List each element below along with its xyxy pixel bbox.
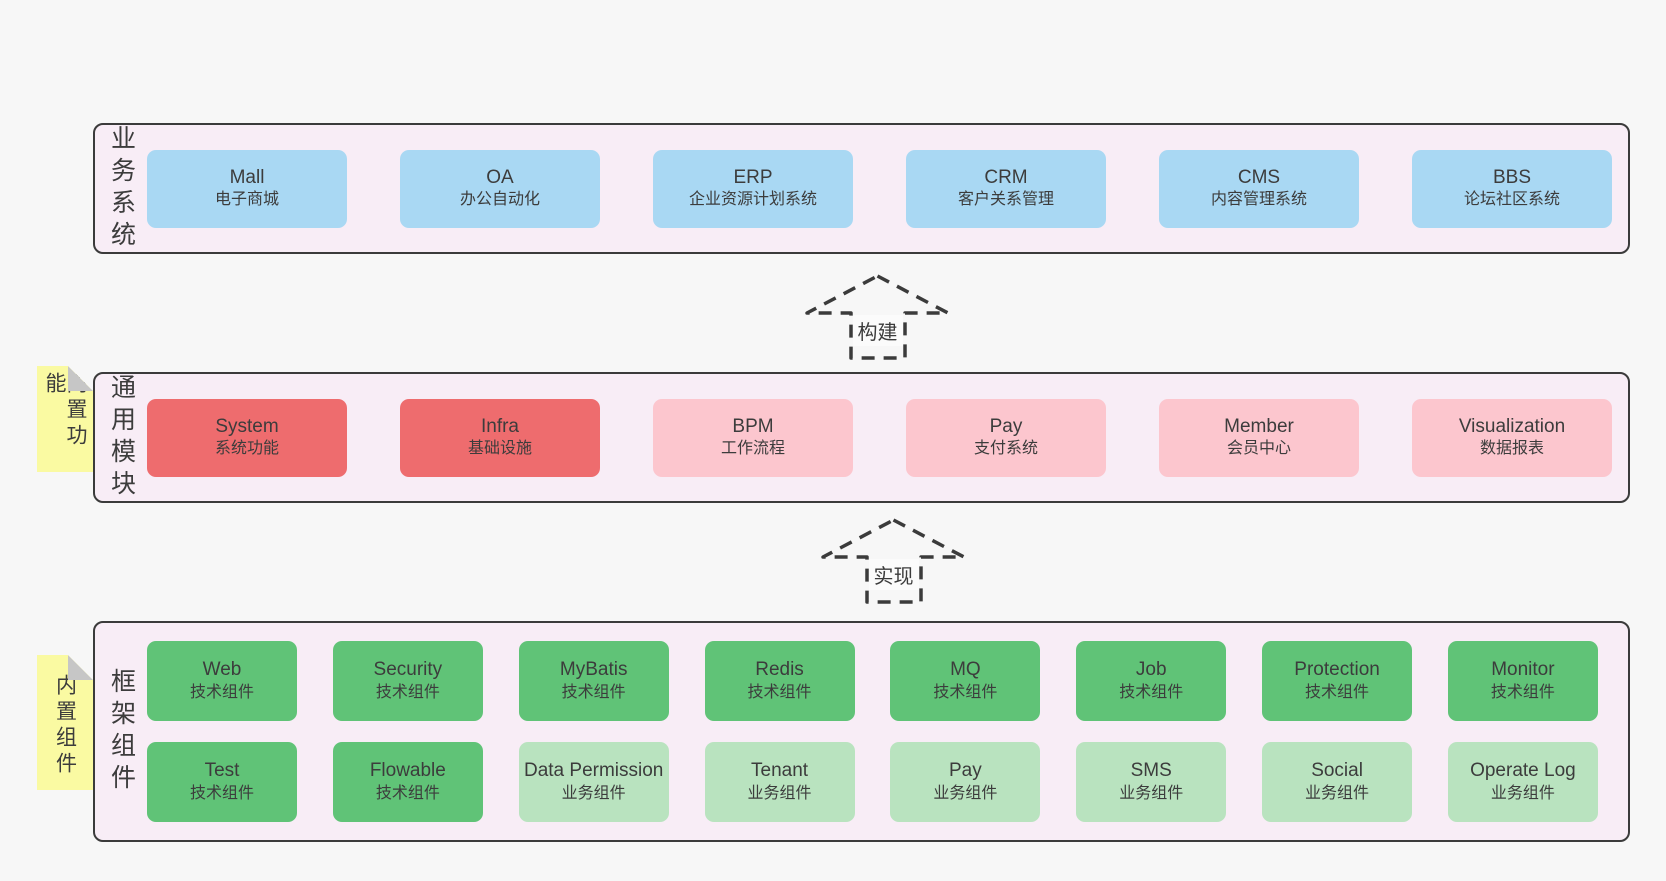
implement-arrow-icon: 实现 bbox=[813, 518, 974, 606]
panel-label-column: 框架组件 bbox=[95, 668, 147, 796]
box-oa: OA 办公自动化 bbox=[400, 149, 600, 228]
box-social: Social 业务组件 bbox=[1262, 742, 1413, 822]
box-job: Job 技术组件 bbox=[1076, 641, 1227, 721]
box-system: System 系统功能 bbox=[147, 398, 347, 477]
build-arrow-icon: 构建 bbox=[797, 274, 958, 362]
panel-title: 框架组件 bbox=[107, 667, 136, 796]
box-cms: CMS 内容管理系统 bbox=[1159, 149, 1359, 228]
framework-row-1: Web 技术组件 Security 技术组件 MyBatis 技术组件 Redi… bbox=[147, 641, 1598, 721]
box-data-permission: Data Permission 业务组件 bbox=[518, 742, 669, 822]
box-infra: Infra 基础设施 bbox=[400, 398, 600, 477]
folded-corner-icon bbox=[68, 366, 93, 391]
box-operate-log: Operate Log 业务组件 bbox=[1447, 742, 1598, 822]
business-systems-row: Mall 电子商城 OA 办公自动化 ERP 企业资源计划系统 CRM 客户关系… bbox=[147, 149, 1628, 228]
common-modules-row: System 系统功能 Infra 基础设施 BPM 工作流程 Pay 支付系统… bbox=[147, 398, 1628, 477]
box-flowable: Flowable 技术组件 bbox=[332, 742, 483, 822]
framework-components-rows: Web 技术组件 Security 技术组件 MyBatis 技术组件 Redi… bbox=[147, 641, 1628, 822]
business-systems-panel: 业务系统 Mall 电子商城 OA 办公自动化 ERP 企业资源计划系统 CRM… bbox=[93, 123, 1630, 254]
box-pay-biz: Pay 业务组件 bbox=[890, 742, 1041, 822]
panel-label-column: 业务系统 bbox=[95, 125, 147, 253]
box-redis: Redis 技术组件 bbox=[704, 641, 855, 721]
folded-corner-icon bbox=[68, 655, 93, 680]
panel-title: 业务系统 bbox=[107, 124, 136, 253]
box-pay: Pay 支付系统 bbox=[906, 398, 1106, 477]
box-tenant: Tenant 业务组件 bbox=[704, 742, 855, 822]
box-erp: ERP 企业资源计划系统 bbox=[653, 149, 853, 228]
sticky-label: 内置功能 bbox=[43, 372, 87, 450]
framework-row-2: Test 技术组件 Flowable 技术组件 Data Permission … bbox=[147, 742, 1598, 822]
box-protection: Protection 技术组件 bbox=[1262, 641, 1413, 721]
box-monitor: Monitor 技术组件 bbox=[1447, 641, 1598, 721]
box-bpm: BPM 工作流程 bbox=[653, 398, 853, 477]
build-arrow-label: 构建 bbox=[852, 315, 903, 346]
sticky-note-builtin-features: 内置功能 bbox=[37, 366, 93, 472]
box-sms: SMS 业务组件 bbox=[1076, 742, 1227, 822]
box-mybatis: MyBatis 技术组件 bbox=[518, 641, 669, 721]
panel-title: 通用模块 bbox=[107, 373, 136, 502]
implement-arrow-label: 实现 bbox=[868, 559, 919, 590]
box-crm: CRM 客户关系管理 bbox=[906, 149, 1106, 228]
box-member: Member 会员中心 bbox=[1159, 398, 1359, 477]
box-test: Test 技术组件 bbox=[147, 742, 297, 822]
box-visualization: Visualization 数据报表 bbox=[1412, 398, 1612, 477]
box-mq: MQ 技术组件 bbox=[890, 641, 1041, 721]
panel-label-column: 通用模块 bbox=[95, 374, 147, 502]
box-bbs: BBS 论坛社区系统 bbox=[1412, 149, 1612, 228]
box-security: Security 技术组件 bbox=[332, 641, 483, 721]
box-mall: Mall 电子商城 bbox=[147, 149, 347, 228]
common-modules-panel: 通用模块 System 系统功能 Infra 基础设施 BPM 工作流程 Pay… bbox=[93, 372, 1630, 503]
box-web: Web 技术组件 bbox=[147, 641, 297, 721]
sticky-note-builtin-components: 内置组件 bbox=[37, 655, 93, 790]
sticky-label: 内置组件 bbox=[53, 673, 77, 778]
framework-components-panel: 框架组件 Web 技术组件 Security 技术组件 MyBatis 技术组件… bbox=[93, 621, 1630, 842]
